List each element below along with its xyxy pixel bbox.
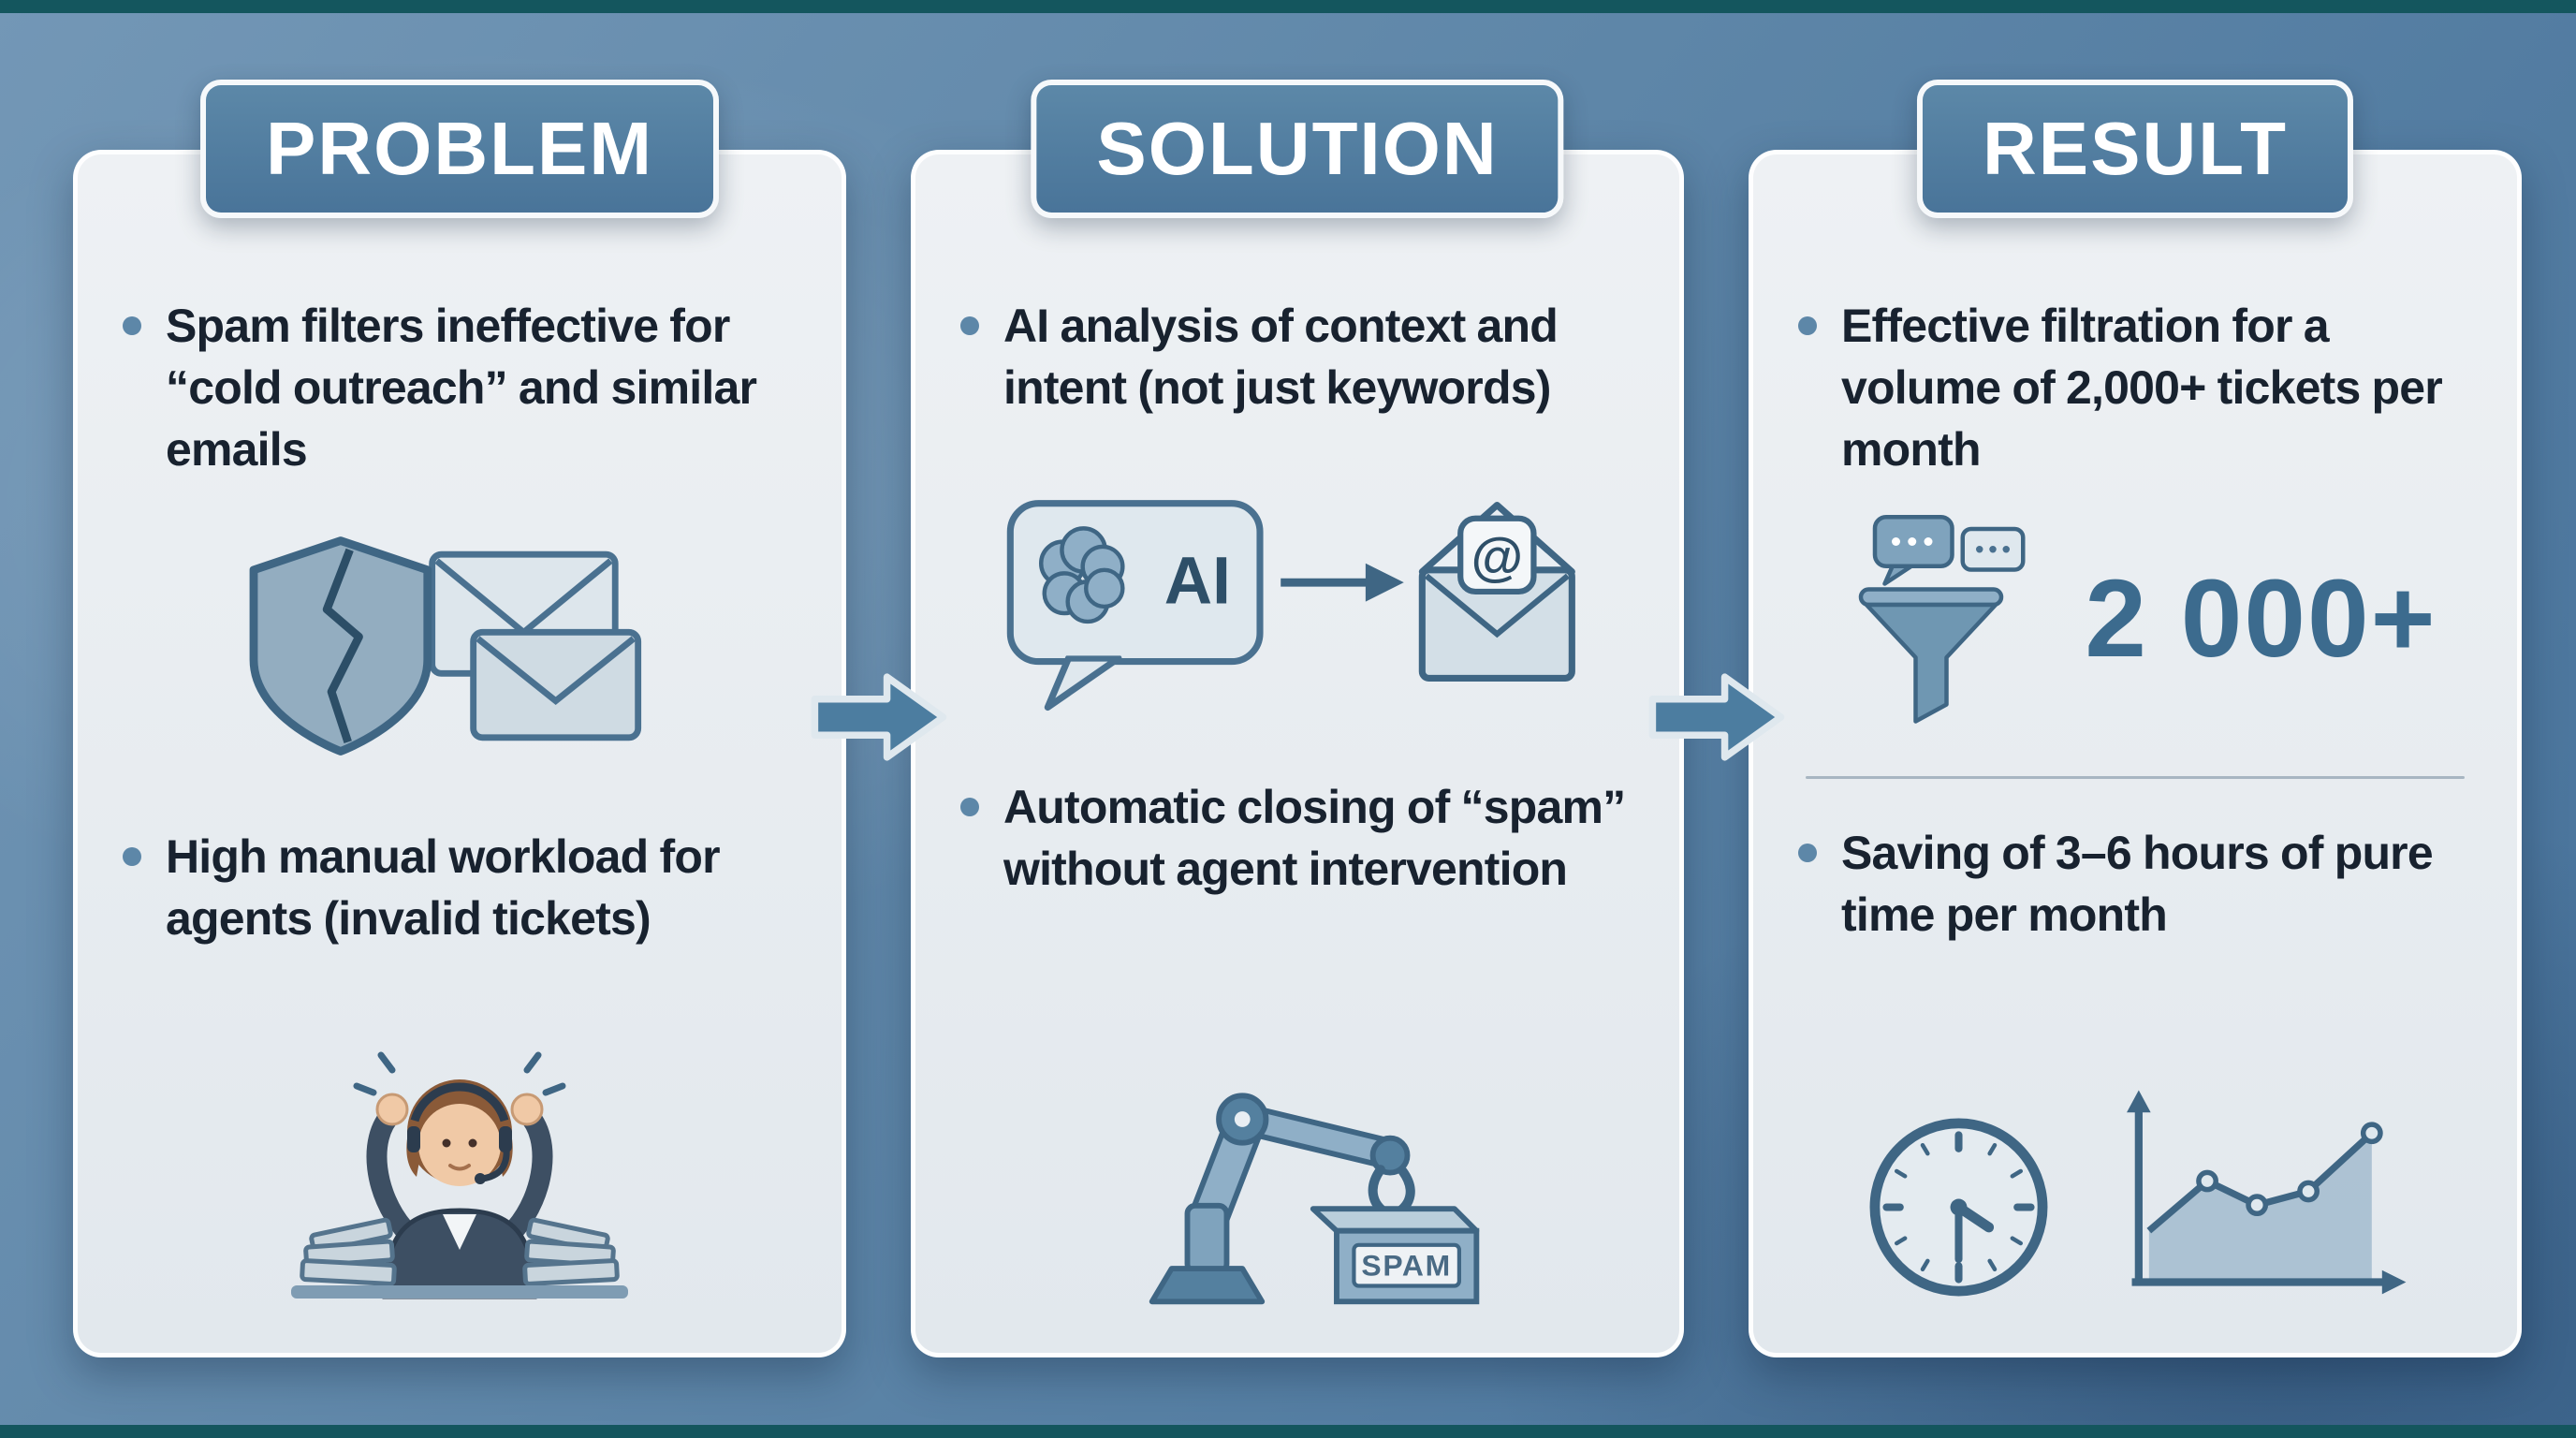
- brain-icon: [1039, 526, 1125, 624]
- growth-chart-icon: [2126, 1090, 2406, 1295]
- bullet-text: Effective filtration for a volume of 2,0…: [1841, 300, 2443, 476]
- solution-card: SOLUTION AI analysis of context and inte…: [911, 80, 1684, 1357]
- solution-bullet-2: Automatic closing of “spam” without agen…: [960, 776, 1634, 900]
- ai-label: AI: [1164, 544, 1231, 618]
- metric-value: 2 000+: [2085, 557, 2437, 681]
- overloaded-agent-icon: [123, 1027, 797, 1308]
- right-arrow-icon: [811, 673, 946, 761]
- right-arrow-icon: [1648, 673, 1784, 761]
- ai-analysis-email-icon: AI @: [960, 470, 1634, 720]
- bullet-text: Automatic closing of “spam” without agen…: [1003, 781, 1626, 895]
- result-bullet-2: Saving of 3–6 hours of pure time per mon…: [1798, 822, 2472, 946]
- bullet-dot: [123, 316, 141, 335]
- bullet-text: High manual workload for agents (invalid…: [166, 830, 721, 945]
- bullet-text: Saving of 3–6 hours of pure time per mon…: [1841, 827, 2434, 941]
- bullet-text: Spam filters ineffective for “cold outre…: [166, 300, 757, 476]
- broken-shield-emails-icon: [123, 522, 797, 770]
- bottom-edge-strip: [0, 1425, 2576, 1438]
- bullet-dot: [123, 847, 141, 866]
- at-sign-label: @: [1471, 528, 1523, 587]
- solution-bullet-1: AI analysis of context and intent (not j…: [960, 295, 1634, 418]
- result-bullet-1: Effective filtration for a volume of 2,0…: [1798, 295, 2472, 480]
- robot-arm-spam-svg: SPAM: [1149, 1093, 1480, 1305]
- result-divider: [1806, 776, 2465, 779]
- top-edge-strip: [0, 0, 2576, 13]
- robot-arm-spam-icon: SPAM: [960, 1009, 1634, 1308]
- arrow-gap-2: [1648, 150, 1784, 1357]
- spam-label: SPAM: [1361, 1249, 1451, 1283]
- result-card: RESULT Effective filtration for a volume…: [1749, 80, 2522, 1357]
- problem-bullet-2: High manual workload for agents (invalid…: [123, 826, 797, 949]
- bullet-dot: [1798, 844, 1817, 862]
- problem-header-badge: PROBLEM: [200, 80, 719, 218]
- bullet-dot: [960, 316, 979, 335]
- solution-title: SOLUTION: [1096, 107, 1499, 190]
- time-saving-icons: [1798, 1085, 2472, 1308]
- ticket-volume-metric: 2 000+: [1798, 506, 2472, 731]
- solution-header-badge: SOLUTION: [1031, 80, 1564, 218]
- bullet-dot: [960, 798, 979, 816]
- problem-card: PROBLEM Spam filters ineffective for “co…: [73, 80, 846, 1357]
- problem-bullet-1: Spam filters ineffective for “cold outre…: [123, 295, 797, 480]
- ai-analysis-email-svg: AI @: [1006, 500, 1575, 712]
- result-title: RESULT: [1982, 107, 2289, 190]
- overloaded-agent-svg: [291, 1051, 628, 1299]
- funnel-tickets-icon: [1859, 515, 2026, 724]
- bullet-dot: [1798, 316, 1817, 335]
- bullet-text: AI analysis of context and intent (not j…: [1003, 300, 1559, 414]
- arrow-gap-1: [811, 150, 946, 1357]
- result-header-badge: RESULT: [1916, 80, 2354, 218]
- problem-title: PROBLEM: [266, 107, 653, 190]
- clock-icon: [1869, 1118, 2047, 1297]
- three-column-board: PROBLEM Spam filters ineffective for “co…: [73, 80, 2522, 1357]
- broken-shield-emails-svg: [249, 536, 642, 756]
